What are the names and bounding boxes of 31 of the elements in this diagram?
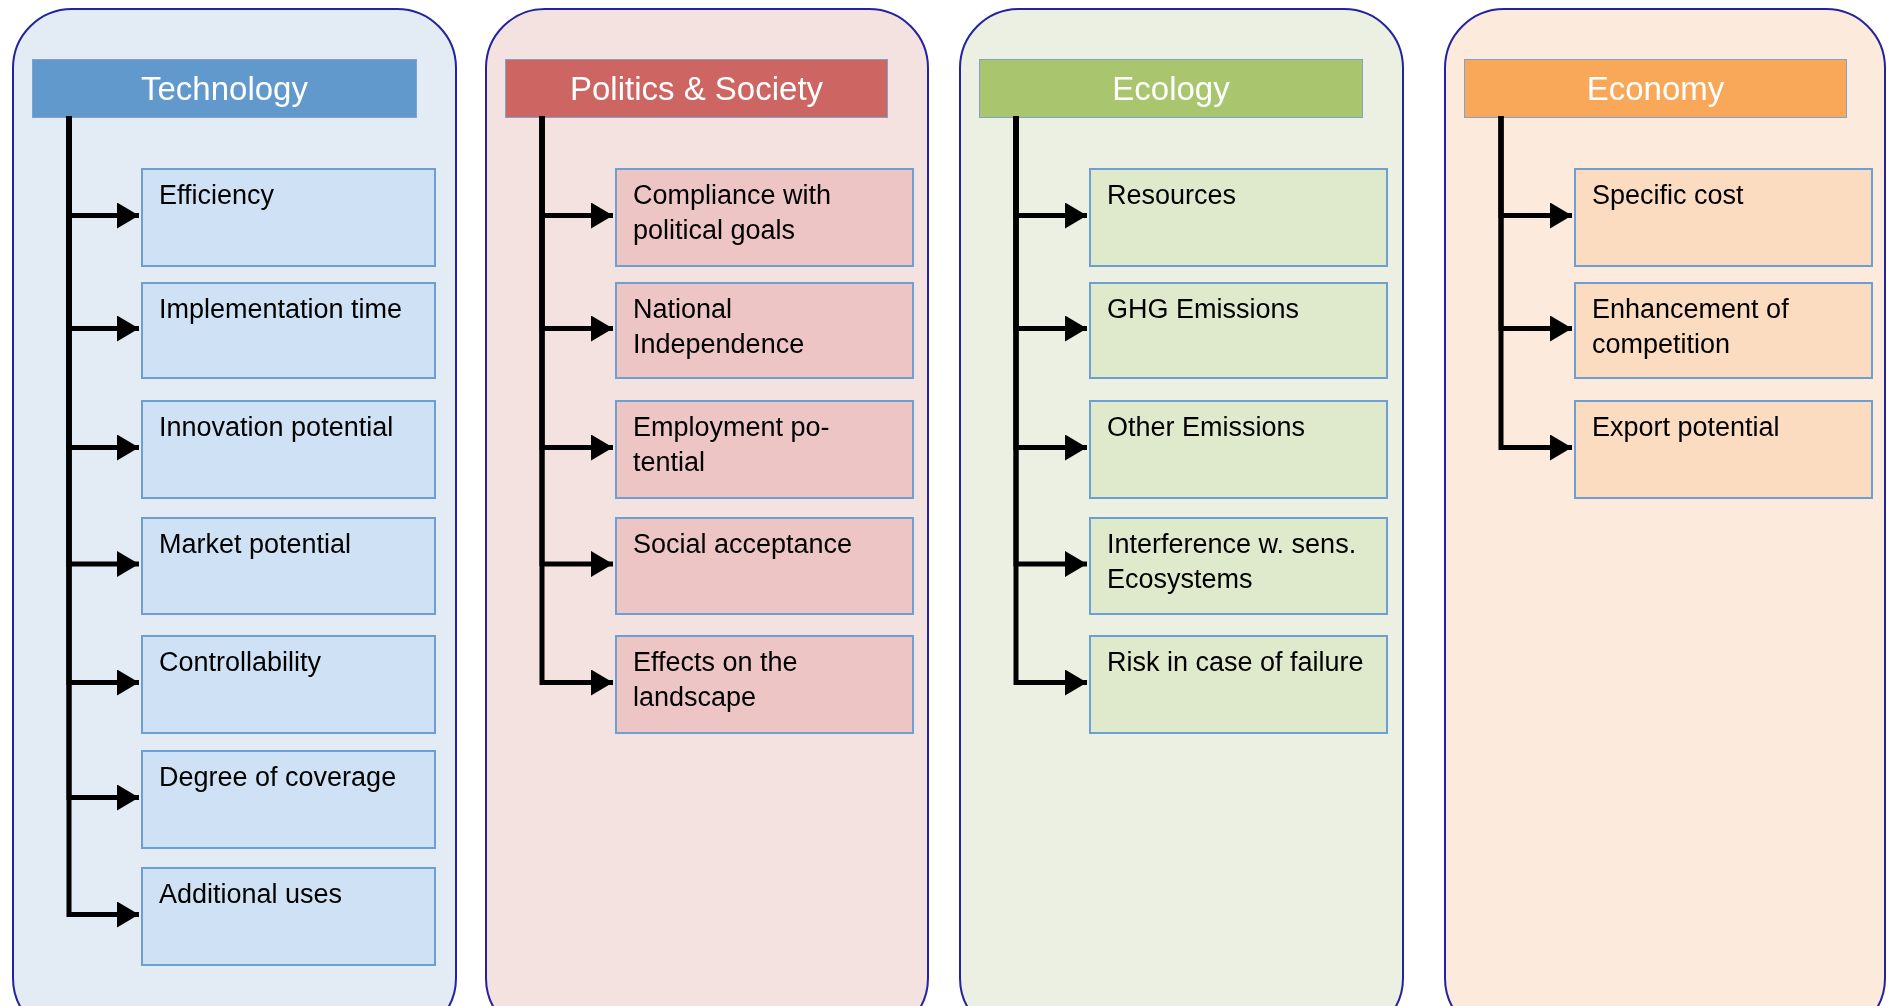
criterion-box: Degree of coverage [141,750,436,849]
category-panel [12,8,457,1006]
criterion-box: Social acceptance [615,517,914,615]
criterion-box: Specific cost [1574,168,1873,267]
criterion-box: Compliance with political goals [615,168,914,267]
arrow [1013,116,1087,696]
category-panel [1444,8,1886,1006]
category-header: Ecology [979,59,1363,118]
criterion-box: Market potential [141,517,436,615]
criterion-box: Interference w. sens. Ecosystems [1089,517,1388,615]
criterion-box: National Independence [615,282,914,379]
criterion-box: Implementation time [141,282,436,379]
criterion-box: Resources [1089,168,1388,267]
arrow [539,116,613,696]
criterion-box: Effects on the landscape [615,635,914,734]
criterion-box: Controllability [141,635,436,734]
criterion-box: Additional uses [141,867,436,966]
category-header: Politics & Society [505,59,888,118]
criterion-box: Export potential [1574,400,1873,499]
category-header: Economy [1464,59,1847,118]
criterion-box: GHG Emissions [1089,282,1388,379]
arrow [1498,116,1572,461]
category-panel [485,8,929,1006]
criterion-box: Innovation potential [141,400,436,499]
criterion-box: Employment po- tential [615,400,914,499]
criterion-box: Risk in case of failure [1089,635,1388,734]
criterion-box: Efficiency [141,168,436,267]
category-panel [959,8,1404,1006]
category-header: Technology [32,59,417,118]
criterion-box: Other Emissions [1089,400,1388,499]
criterion-box: Enhancement of competition [1574,282,1873,379]
